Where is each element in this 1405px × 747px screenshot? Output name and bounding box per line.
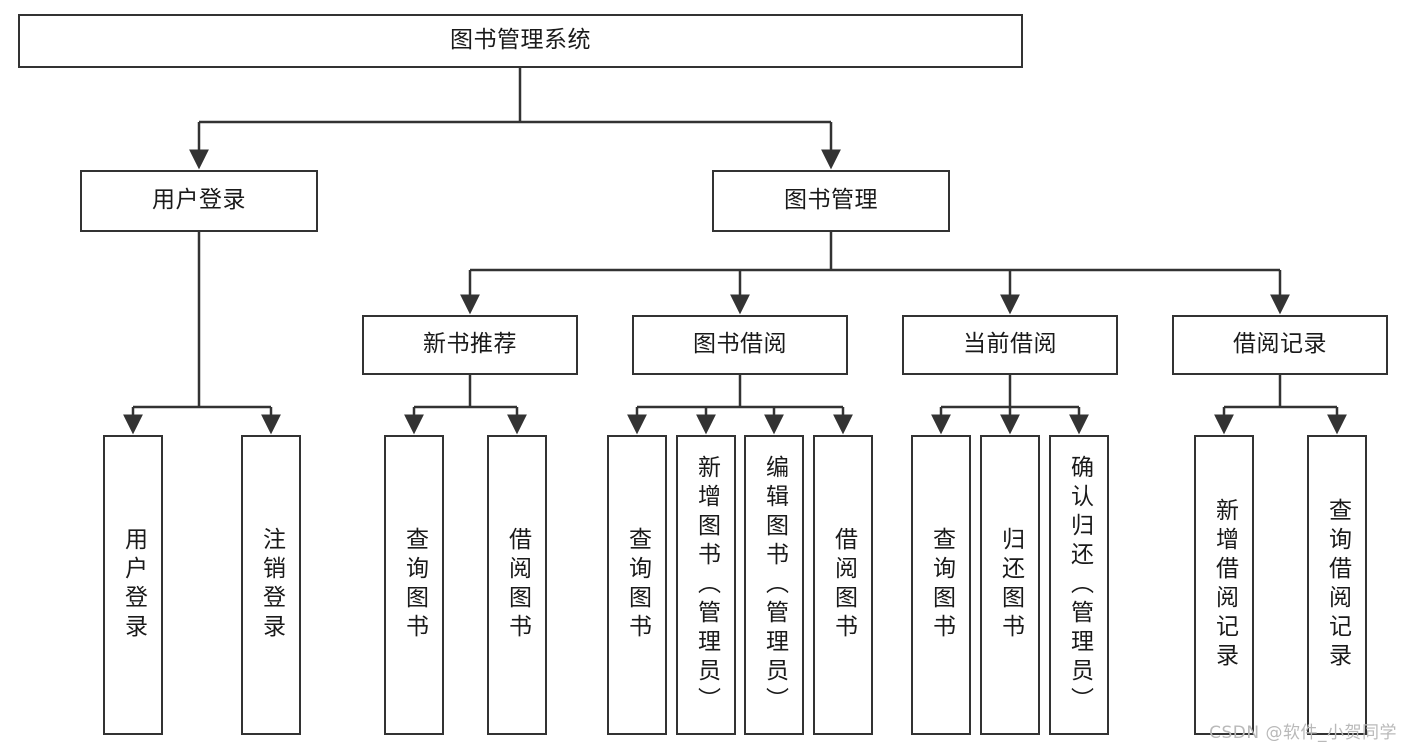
node-label: 新书推荐 <box>423 331 517 358</box>
node-leaf-add-book-admin[interactable]: 新增图书（管理员） <box>676 435 736 735</box>
node-label: 查询借阅记录 <box>1324 498 1351 672</box>
node-label: 新增图书（管理员） <box>693 454 720 716</box>
node-leaf-edit-book-admin[interactable]: 编辑图书（管理员） <box>744 435 804 735</box>
node-book-management[interactable]: 图书管理 <box>712 170 950 232</box>
node-root-book-management-system[interactable]: 图书管理系统 <box>18 14 1023 68</box>
node-label: 查询图书 <box>401 527 428 643</box>
node-user-login[interactable]: 用户登录 <box>80 170 318 232</box>
node-label: 图书管理 <box>784 187 878 214</box>
node-label: 图书借阅 <box>693 331 787 358</box>
node-current-borrow[interactable]: 当前借阅 <box>902 315 1118 375</box>
node-label: 归还图书 <box>997 527 1024 643</box>
node-leaf-query-borrow-record[interactable]: 查询借阅记录 <box>1307 435 1367 735</box>
node-label: 编辑图书（管理员） <box>761 454 788 716</box>
node-label: 用户登录 <box>120 527 147 643</box>
node-new-book-recommend[interactable]: 新书推荐 <box>362 315 578 375</box>
node-label: 图书管理系统 <box>450 27 591 54</box>
node-label: 新增借阅记录 <box>1211 498 1238 672</box>
node-book-borrow[interactable]: 图书借阅 <box>632 315 848 375</box>
watermark-text: CSDN @软件_小贺同学 <box>1209 723 1397 743</box>
node-leaf-borrow-book[interactable]: 借阅图书 <box>813 435 873 735</box>
node-leaf-add-borrow-record[interactable]: 新增借阅记录 <box>1194 435 1254 735</box>
node-borrow-record[interactable]: 借阅记录 <box>1172 315 1388 375</box>
node-label: 借阅图书 <box>504 527 531 643</box>
node-label: 注销登录 <box>258 527 285 643</box>
node-label: 借阅记录 <box>1233 331 1327 358</box>
node-label: 当前借阅 <box>963 331 1057 358</box>
node-label: 用户登录 <box>152 187 246 214</box>
node-label: 借阅图书 <box>830 527 857 643</box>
node-leaf-logout[interactable]: 注销登录 <box>241 435 301 735</box>
node-label: 查询图书 <box>624 527 651 643</box>
node-leaf-borrow-book-newbook[interactable]: 借阅图书 <box>487 435 547 735</box>
node-leaf-query-book-borrow[interactable]: 查询图书 <box>607 435 667 735</box>
node-label: 确认归还（管理员） <box>1066 454 1093 716</box>
node-leaf-query-book-current[interactable]: 查询图书 <box>911 435 971 735</box>
node-leaf-confirm-return-admin[interactable]: 确认归还（管理员） <box>1049 435 1109 735</box>
node-label: 查询图书 <box>928 527 955 643</box>
node-leaf-query-book-newbook[interactable]: 查询图书 <box>384 435 444 735</box>
node-leaf-return-book[interactable]: 归还图书 <box>980 435 1040 735</box>
node-leaf-user-login[interactable]: 用户登录 <box>103 435 163 735</box>
